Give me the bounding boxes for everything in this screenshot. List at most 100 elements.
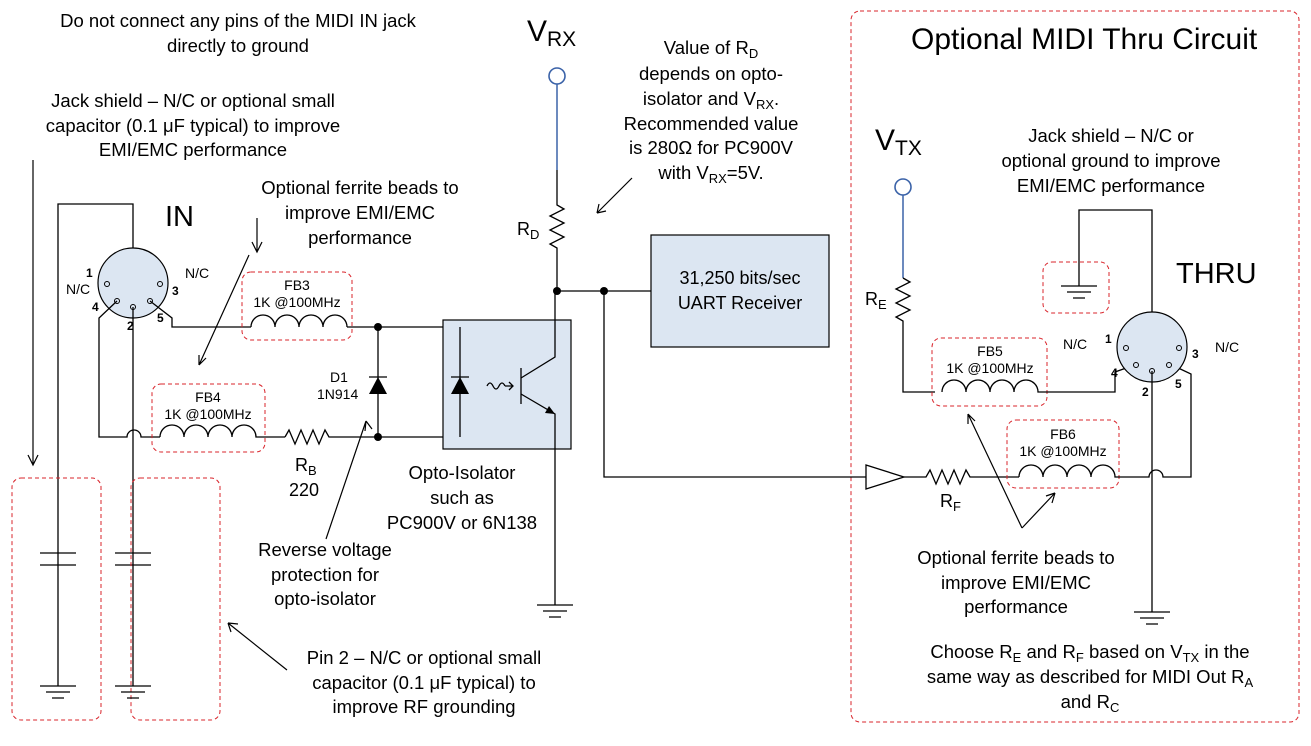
fb3-label: FB3 xyxy=(284,277,310,293)
thru-pin-3-nc: N/C xyxy=(1215,339,1239,355)
svg-text:such as: such as xyxy=(430,487,494,508)
ground-thru-pin2 xyxy=(1134,611,1170,625)
note-no-ground: Do not connect any pins of the MIDI IN j… xyxy=(60,10,417,56)
rf-resistor xyxy=(904,468,1019,486)
svg-text:improve RF grounding: improve RF grounding xyxy=(332,696,515,717)
uart-label-line1: 31,250 bits/sec xyxy=(679,268,800,288)
fb5-dashed-box xyxy=(931,337,1048,407)
svg-text:improve EMI/EMC: improve EMI/EMC xyxy=(941,572,1091,593)
in-pin4-wire xyxy=(98,300,160,438)
fb4-inductor xyxy=(159,424,285,438)
in-pin-1: 1 xyxy=(86,266,93,280)
ferrite-arrow-fb3 xyxy=(251,218,263,254)
in-pin-4: 4 xyxy=(92,300,99,314)
svg-text:Recommended value: Recommended value xyxy=(624,113,799,134)
note-rd-value: Value of RD depends on opto- isolator an… xyxy=(624,37,799,186)
ground-thru-shield xyxy=(1061,285,1097,299)
thru-shield-wire xyxy=(1078,209,1153,312)
thru-pin-1-nc: N/C xyxy=(1063,336,1087,352)
thru-pin-5: 5 xyxy=(1175,377,1182,391)
svg-text:Pin 2 – N/C or optional small: Pin 2 – N/C or optional small xyxy=(307,647,541,668)
svg-text:depends on opto-: depends on opto- xyxy=(639,63,783,84)
reverse-voltage-arrow xyxy=(325,420,373,540)
ground-left-1 xyxy=(40,685,76,699)
svg-text:improve EMI/EMC: improve EMI/EMC xyxy=(285,202,435,223)
jack-shield-arrow xyxy=(27,160,39,467)
svg-text:Do not connect any pins of the: Do not connect any pins of the MIDI IN j… xyxy=(60,10,417,31)
in-pin-2: 2 xyxy=(127,319,134,333)
ground-left-2 xyxy=(115,685,151,699)
fb6-dashed-box xyxy=(1006,419,1120,489)
ground-opto xyxy=(537,604,573,618)
svg-text:EMI/EMC performance: EMI/EMC performance xyxy=(99,139,287,160)
rf-label: RF xyxy=(940,491,961,514)
uart-receiver xyxy=(650,234,830,348)
opto-light-arrow xyxy=(505,381,514,391)
svg-text:PC900V or 6N138: PC900V or 6N138 xyxy=(387,512,537,533)
vrx-label: VRX xyxy=(527,15,576,51)
optional-thru-title: Optional MIDI Thru Circuit xyxy=(911,23,1258,56)
in-pin-3: 3 xyxy=(172,284,179,298)
svg-text:Jack shield – N/C or: Jack shield – N/C or xyxy=(1028,125,1194,146)
shield-cap-dashed-box xyxy=(11,477,102,721)
pin2-arrow xyxy=(227,622,288,671)
re-label: RE xyxy=(865,289,887,312)
d1-label: D1 xyxy=(330,369,348,385)
vtx-terminal xyxy=(894,178,912,196)
note-choose-re-rf: Choose RE and RF based on VTX in the sam… xyxy=(927,641,1254,715)
fb6-value: 1K @100MHz xyxy=(1019,443,1106,459)
svg-text:protection for: protection for xyxy=(271,564,379,585)
ferrite-arrow-fb4 xyxy=(198,254,250,366)
rb-label: RB xyxy=(295,455,317,478)
uart-label-line2: UART Receiver xyxy=(678,293,802,313)
d1-part: 1N914 xyxy=(317,386,358,402)
rd-label: RD xyxy=(517,219,539,242)
svg-text:capacitor (0.1 μF typical) to: capacitor (0.1 μF typical) to improve xyxy=(46,115,340,136)
re-resistor xyxy=(894,277,935,393)
note-jack-shield-in: Jack shield – N/C or optional small capa… xyxy=(46,90,340,160)
rd-resistor xyxy=(548,170,566,291)
rb-resistor xyxy=(284,428,460,446)
fb3-dashed-box xyxy=(241,271,353,341)
fb4-value: 1K @100MHz xyxy=(164,406,251,422)
in-pin5-wire xyxy=(149,300,251,328)
svg-text:Optional ferrite beads to: Optional ferrite beads to xyxy=(261,177,458,198)
fb4-dashed-box xyxy=(151,383,266,453)
svg-text:and RC: and RC xyxy=(1061,691,1120,715)
in-pin-5: 5 xyxy=(157,311,164,325)
ferrite-thru-arrow-2 xyxy=(1021,492,1056,529)
shield-capacitor xyxy=(40,552,76,566)
svg-text:EMI/EMC performance: EMI/EMC performance xyxy=(1017,175,1205,196)
fb6-label: FB6 xyxy=(1050,426,1076,442)
thru-pin-2: 2 xyxy=(1142,385,1149,399)
svg-text:directly to ground: directly to ground xyxy=(167,35,309,56)
note-jack-shield-thru: Jack shield – N/C or optional ground to … xyxy=(1001,125,1220,196)
in-jack-label: IN xyxy=(165,201,194,233)
svg-text:Opto-Isolator: Opto-Isolator xyxy=(409,462,516,483)
note-ferrite-in: Optional ferrite beads to improve EMI/EM… xyxy=(261,177,458,248)
fb3-value: 1K @100MHz xyxy=(253,294,340,310)
svg-text:isolator and VRX.: isolator and VRX. xyxy=(643,88,779,112)
note-opto: Opto-Isolator such as PC900V or 6N138 xyxy=(387,462,537,533)
vtx-label: VTX xyxy=(875,124,922,160)
svg-text:same way as described for MIDI: same way as described for MIDI Out RA xyxy=(927,666,1254,690)
opto-isolator xyxy=(442,319,572,450)
thru-pin-4: 4 xyxy=(1111,366,1118,380)
fb4-label: FB4 xyxy=(195,389,221,405)
svg-text:opto-isolator: opto-isolator xyxy=(274,588,376,609)
opto-led xyxy=(451,377,469,394)
note-reverse-voltage: Reverse voltage protection for opto-isol… xyxy=(258,539,392,609)
optional-thru-region xyxy=(850,10,1300,723)
note-pin2: Pin 2 – N/C or optional small capacitor … xyxy=(307,647,541,717)
fb5-value: 1K @100MHz xyxy=(946,360,1033,376)
in-jack-pin-dots xyxy=(104,281,163,310)
d1-diode xyxy=(369,377,387,394)
pin2-capacitor xyxy=(115,552,151,566)
svg-text:performance: performance xyxy=(964,596,1068,617)
thru-jack-label: THRU xyxy=(1176,258,1257,290)
in-pin-1-nc: N/C xyxy=(66,281,90,297)
opto-collector xyxy=(520,291,556,379)
fb5-inductor xyxy=(941,366,1130,393)
